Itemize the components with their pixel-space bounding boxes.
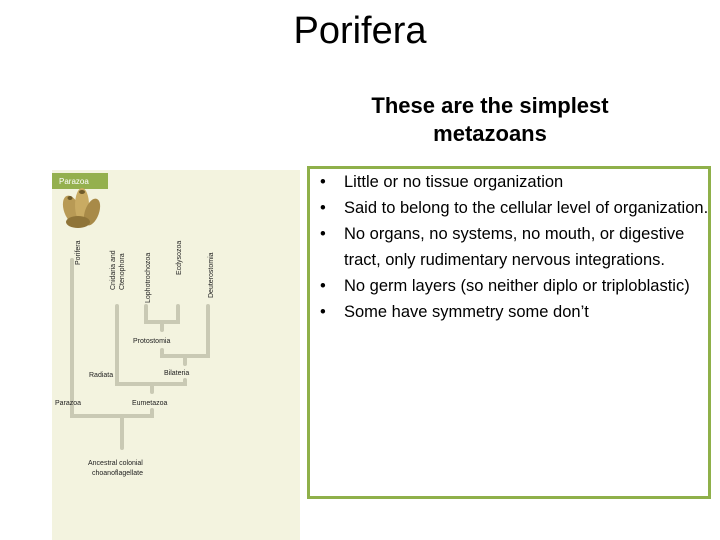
node-bilateria: Bilateria (164, 370, 189, 377)
node-protostomia: Protostomia (133, 338, 170, 345)
leaf-ecdysozoa: Ecdysozoa (176, 241, 183, 275)
parazoa-tab (52, 173, 108, 189)
tree-branches (70, 258, 210, 450)
leaf-deuterostomia: Deuterostomia (208, 252, 215, 298)
leaf-lophotrochozoa: Lophotrochozoa (145, 253, 152, 303)
bullet-item: Little or no tissue organization (320, 169, 710, 195)
bullet-item: No germ layers (so neither diplo or trip… (320, 273, 710, 299)
node-ancestor-line1: Ancestral colonial (88, 460, 143, 467)
node-radiata: Radiata (89, 372, 113, 379)
parazoa-tab-label: Parazoa (59, 177, 89, 186)
bullet-item: Said to belong to the cellular level of … (320, 195, 710, 221)
node-eumetazoa: Eumetazoa (132, 400, 168, 407)
node-parazoa: Parazoa (55, 400, 81, 407)
slide-title: Porifera (293, 10, 427, 52)
sponge-illustration (62, 188, 101, 228)
bullet-item: Some have symmetry some don’t (320, 299, 710, 325)
slide-subtitle: These are the simplest metazoans (371, 93, 609, 146)
leaf-porifera: Porifera (75, 240, 82, 265)
bullet-list: Little or no tissue organization Said to… (320, 169, 710, 325)
node-ancestor-line2: choanoflagellate (92, 470, 143, 477)
bullet-item: No organs, no systems, no mouth, or dige… (320, 221, 710, 273)
bullet-list-box: Little or no tissue organization Said to… (307, 166, 711, 499)
leaf-cnidaria-line1: Cnidaria and (110, 250, 117, 290)
leaf-cnidaria-line2: Ctenophora (119, 253, 126, 290)
